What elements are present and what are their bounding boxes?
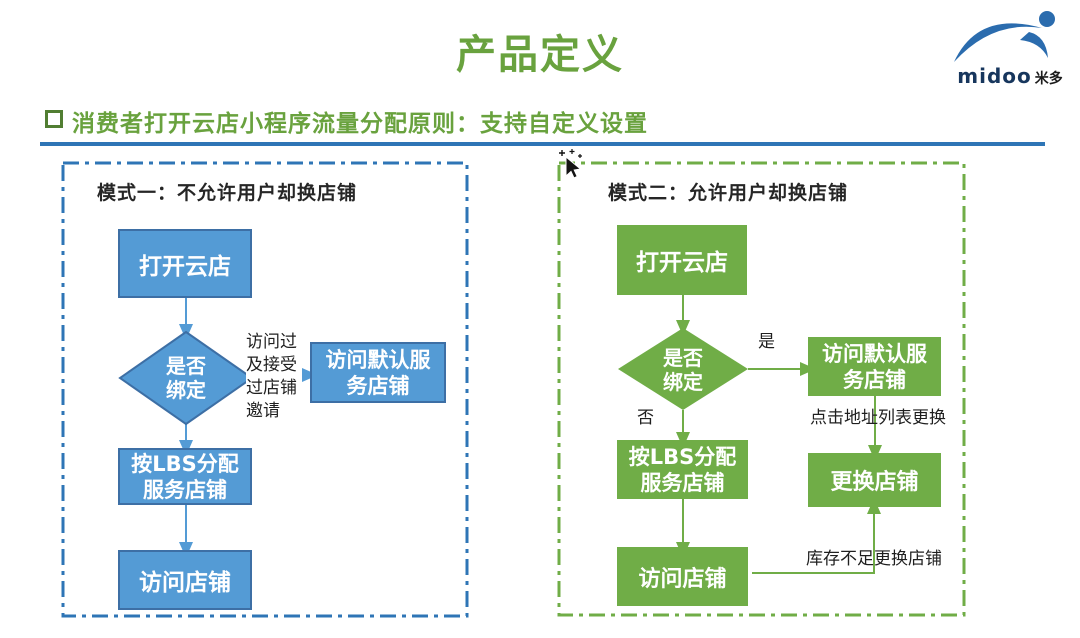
right-node-default-store: 访问默认服 务店铺 xyxy=(808,337,941,396)
arrow-right-visit-to-change xyxy=(752,498,881,574)
right-edge-label-click-address: 点击地址列表更换 xyxy=(810,408,946,428)
square-bullet-icon xyxy=(45,110,63,128)
right-edge-label-yes: 是 xyxy=(758,332,775,352)
right-node-visit-store: 访问店铺 xyxy=(617,547,748,606)
left-panel-title: 模式一：不允许用户却换店铺 xyxy=(97,182,358,204)
left-node-default-store: 访问默认服 务店铺 xyxy=(310,342,446,403)
logo-brand-text: midoo xyxy=(957,64,1032,88)
right-edge-label-no: 否 xyxy=(637,408,654,428)
right-decision-diamond xyxy=(618,328,748,410)
right-node-change-store: 更换店铺 xyxy=(808,453,941,507)
divider-line xyxy=(40,142,1045,146)
logo-cjk-text: 米多 xyxy=(1034,71,1063,87)
left-decision-diamond xyxy=(118,330,254,426)
left-edge-label-visited-invited: 访问过 及接受 过店铺 邀请 xyxy=(246,331,302,423)
left-node-decision: 是否 绑定 xyxy=(166,354,206,402)
left-node-open-store: 打开云店 xyxy=(118,229,252,298)
left-panel-border xyxy=(61,161,469,618)
right-edge-label-out-of-stock: 库存不足更换店铺 xyxy=(806,549,942,569)
logo-wordmark: midoo 米多 xyxy=(948,64,1072,88)
page-title: 产品定义 xyxy=(456,32,624,78)
midoo-logo-icon xyxy=(954,11,1055,62)
section-subtitle: 消费者打开云店小程序流量分配原则：支持自定义设置 xyxy=(72,111,648,137)
right-panel-title: 模式二：允许用户却换店铺 xyxy=(608,182,849,204)
right-node-open-store: 打开云店 xyxy=(617,225,747,295)
right-node-decision: 是否 绑定 xyxy=(663,346,703,394)
right-panel-border xyxy=(557,161,966,617)
mouse-move-cursor-icon xyxy=(559,149,582,179)
left-node-visit-store: 访问店铺 xyxy=(118,550,252,610)
left-node-lbs-assign: 按LBS分配 服务店铺 xyxy=(118,448,252,505)
right-node-lbs-assign: 按LBS分配 服务店铺 xyxy=(617,440,748,499)
